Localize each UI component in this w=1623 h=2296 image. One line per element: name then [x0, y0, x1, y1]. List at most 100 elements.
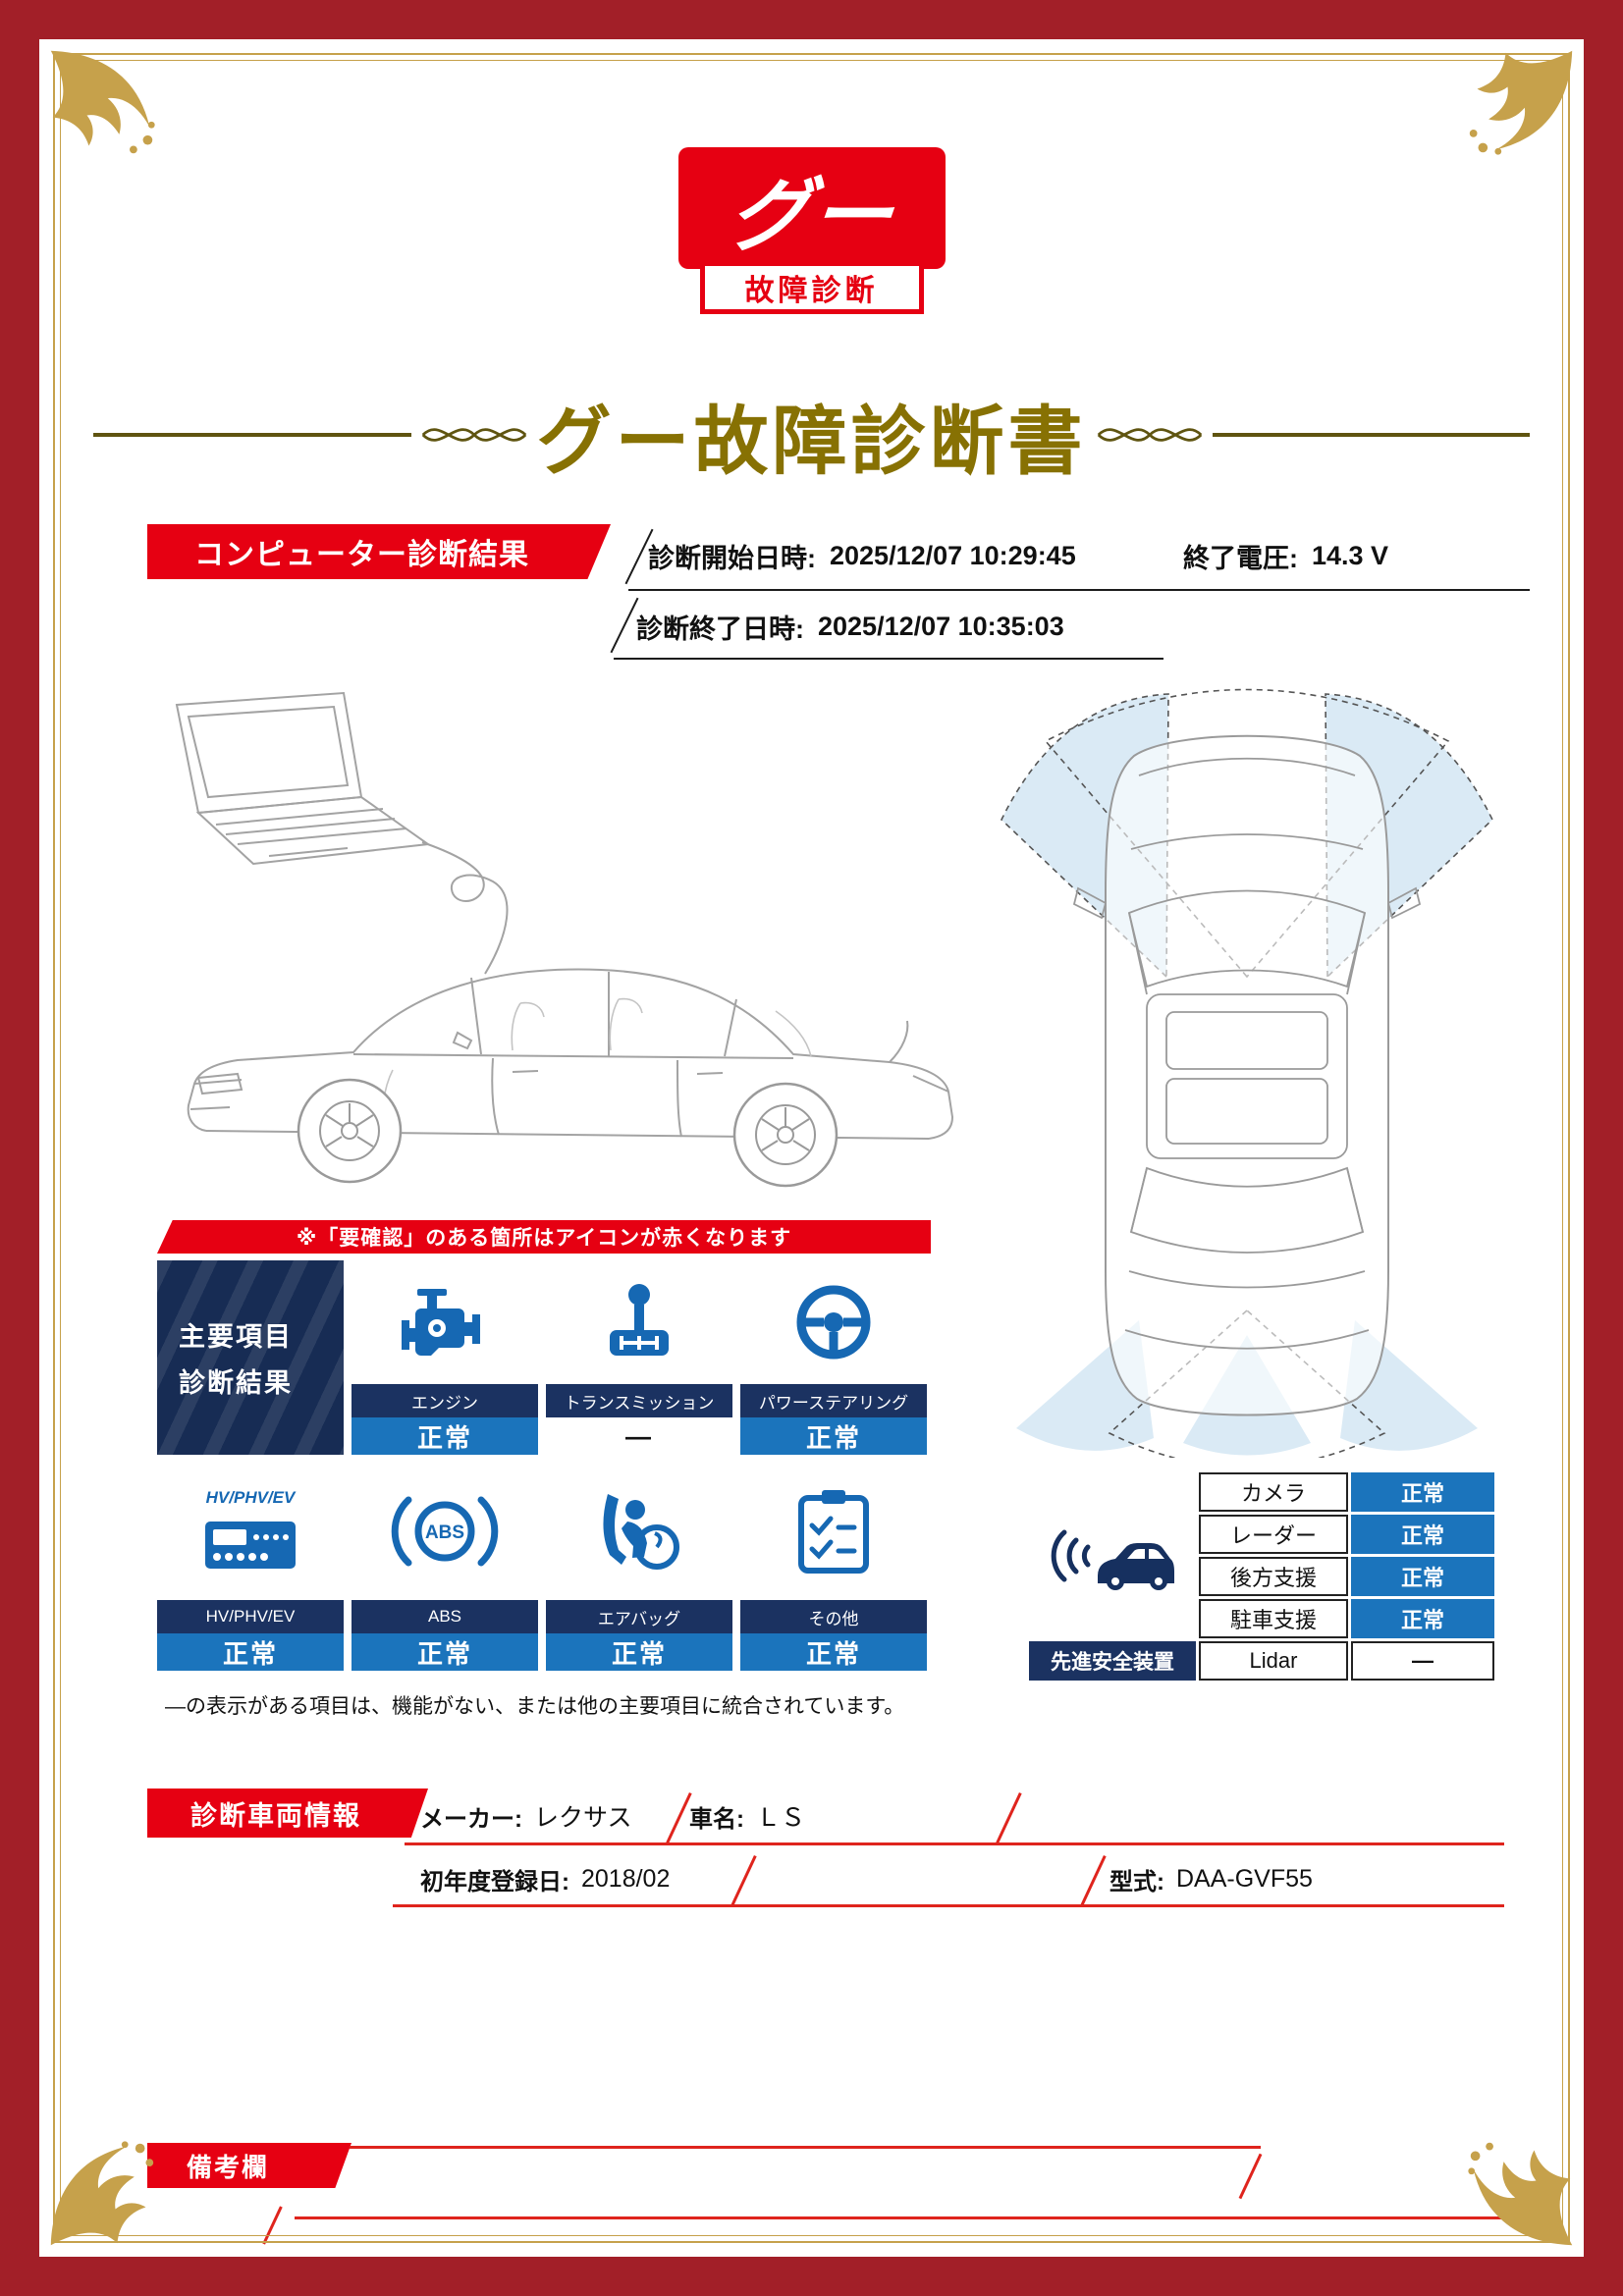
- swirl-ornament-icon: [421, 428, 526, 442]
- form-line: [350, 2146, 1261, 2149]
- form-line: [405, 1842, 1504, 1845]
- result-label: トランスミッション: [546, 1384, 732, 1417]
- diagnosis-start-row: 診断開始日時: 2025/12/07 10:29:45: [648, 530, 1076, 581]
- start-time-label: 診断開始日時:: [648, 543, 816, 573]
- result-status: 正常: [352, 1633, 538, 1671]
- goo-logo-text: グー: [723, 171, 898, 261]
- safety-row-status: 正常: [1351, 1599, 1494, 1638]
- result-cell-hv: HV/PHV/EV HV/PHV/EV 正常: [157, 1463, 344, 1671]
- dash-explanation-note: —の表示がある項目は、機能がない、または他の主要項目に統合されています。: [165, 1695, 905, 1718]
- result-label: ABS: [352, 1600, 538, 1633]
- divider-line: [628, 589, 1530, 591]
- page-title: グー故障診断書: [536, 400, 1087, 484]
- form-slash: [262, 2206, 283, 2245]
- checklist-icon: [740, 1463, 927, 1600]
- car-name-value: ＬＳ: [756, 1804, 806, 1832]
- safety-table-label: 先進安全装置: [1029, 1641, 1196, 1681]
- end-time-label: 診断終了日時:: [636, 614, 804, 644]
- goo-logo-mark: グー: [677, 147, 946, 269]
- result-label: パワーステアリング: [740, 1384, 927, 1417]
- corner-ornament-icon: [1469, 50, 1573, 155]
- first-registration-field: 初年度登録日: 2018/02: [420, 1857, 670, 1900]
- result-label: エアバッグ: [546, 1600, 732, 1633]
- airbag-seat-icon: [546, 1463, 732, 1600]
- corner-ornament-icon: [50, 2141, 154, 2246]
- red-icon-notice-strip: ※「要確認」のある箇所はアイコンが赤くなります: [157, 1220, 931, 1254]
- result-cell-other: その他 正常: [740, 1463, 927, 1671]
- model-code-label: 型式:: [1109, 1868, 1164, 1896]
- form-slash: [1080, 1854, 1107, 1907]
- result-cell-power-steering: パワーステアリング 正常: [740, 1260, 927, 1455]
- gear-shifter-icon: [546, 1260, 732, 1384]
- safety-row-name: カメラ: [1199, 1472, 1348, 1512]
- car-top-view-sensors-illustration: [1001, 688, 1493, 1458]
- car-name-label: 車名:: [689, 1805, 744, 1833]
- result-status: 正常: [546, 1633, 732, 1671]
- result-cell-abs: ABS ABS 正常: [352, 1463, 538, 1671]
- divider-slash: [610, 597, 639, 654]
- hv-icon-text: HV/PHV/EV: [205, 1488, 296, 1507]
- start-time-value: 2025/12/07 10:29:45: [830, 540, 1076, 570]
- end-voltage-group: 終了電圧: 14.3 V: [1183, 530, 1388, 581]
- form-slash: [1238, 2153, 1263, 2200]
- main-results-header-line1: 主要項目: [179, 1322, 293, 1352]
- result-label: その他: [740, 1600, 927, 1633]
- first-registration-value: 2018/02: [581, 1864, 671, 1893]
- main-results-header: 主要項目 診断結果: [157, 1260, 344, 1455]
- report-title-row: グー故障診断書: [93, 381, 1530, 489]
- corner-ornament-icon: [1468, 2142, 1573, 2246]
- result-label: HV/PHV/EV: [157, 1600, 344, 1633]
- vehicle-info-banner: 診断車両情報: [147, 1789, 428, 1838]
- maker-value: レクサス: [534, 1804, 632, 1832]
- end-voltage-value: 14.3 V: [1312, 540, 1389, 570]
- title-rule-right: [1212, 433, 1530, 437]
- main-results-grid: 主要項目 診断結果 エンジン 正常: [157, 1260, 927, 1671]
- safety-row-status: 正常: [1351, 1557, 1494, 1596]
- remarks-banner: 備考欄: [147, 2143, 352, 2188]
- result-status: —: [546, 1417, 732, 1455]
- vehicle-info-title: 診断車両情報: [190, 1800, 361, 1831]
- form-line: [295, 2216, 1504, 2219]
- divider-line: [614, 658, 1163, 660]
- result-cell-airbag: エアバッグ 正常: [546, 1463, 732, 1671]
- computer-diagnosis-banner: コンピューター診断結果: [147, 524, 611, 579]
- goo-logo-subtitle-box: 故障診断: [699, 261, 924, 314]
- safety-row-status: 正常: [1351, 1472, 1494, 1512]
- end-time-value: 2025/12/07 10:35:03: [818, 611, 1064, 641]
- safety-row-name: 駐車支援: [1199, 1599, 1348, 1638]
- advanced-safety-table: カメラ 正常 レーダー 正常 後方支援 正常 駐車支援 正常 先進安全装置 Li…: [1029, 1472, 1494, 1681]
- model-code-field: 型式: DAA-GVF55: [1109, 1857, 1313, 1900]
- maker-label: メーカー:: [420, 1805, 522, 1833]
- result-status: 正常: [740, 1633, 927, 1671]
- diagnosis-end-row: 診断終了日時: 2025/12/07 10:35:03: [636, 601, 1064, 652]
- abs-icon: ABS: [352, 1463, 538, 1600]
- goo-logo: グー 故障診断: [0, 147, 1623, 314]
- safety-row-status: 正常: [1351, 1515, 1494, 1554]
- first-registration-label: 初年度登録日:: [420, 1868, 569, 1896]
- form-slash: [730, 1854, 757, 1907]
- engine-icon: [352, 1260, 538, 1384]
- form-line: [393, 1904, 1504, 1907]
- safety-row-status: —: [1351, 1641, 1494, 1681]
- model-code-value: DAA-GVF55: [1176, 1864, 1313, 1893]
- car-name-field: 車名: ＬＳ: [689, 1794, 805, 1838]
- result-label: エンジン: [352, 1384, 538, 1417]
- maker-field: メーカー: レクサス: [420, 1794, 632, 1838]
- result-status: 正常: [157, 1633, 344, 1671]
- result-cell-engine: エンジン 正常: [352, 1260, 538, 1455]
- corner-ornament-icon: [50, 50, 155, 154]
- abs-icon-text: ABS: [425, 1522, 464, 1543]
- main-results-header-line2: 診断結果: [179, 1368, 293, 1398]
- hv-battery-unit-icon: HV/PHV/EV: [157, 1463, 344, 1600]
- safety-row-name: 後方支援: [1199, 1557, 1348, 1596]
- result-cell-transmission: トランスミッション —: [546, 1260, 732, 1455]
- title-rule-left: [93, 433, 411, 437]
- laptop-connected-car-illustration: [175, 691, 954, 1188]
- result-status: 正常: [740, 1417, 927, 1455]
- result-status: 正常: [352, 1417, 538, 1455]
- computer-diagnosis-title: コンピューター診断結果: [194, 539, 529, 571]
- safety-row-name: Lidar: [1199, 1641, 1348, 1681]
- form-slash: [996, 1791, 1022, 1844]
- end-voltage-label: 終了電圧:: [1183, 543, 1298, 573]
